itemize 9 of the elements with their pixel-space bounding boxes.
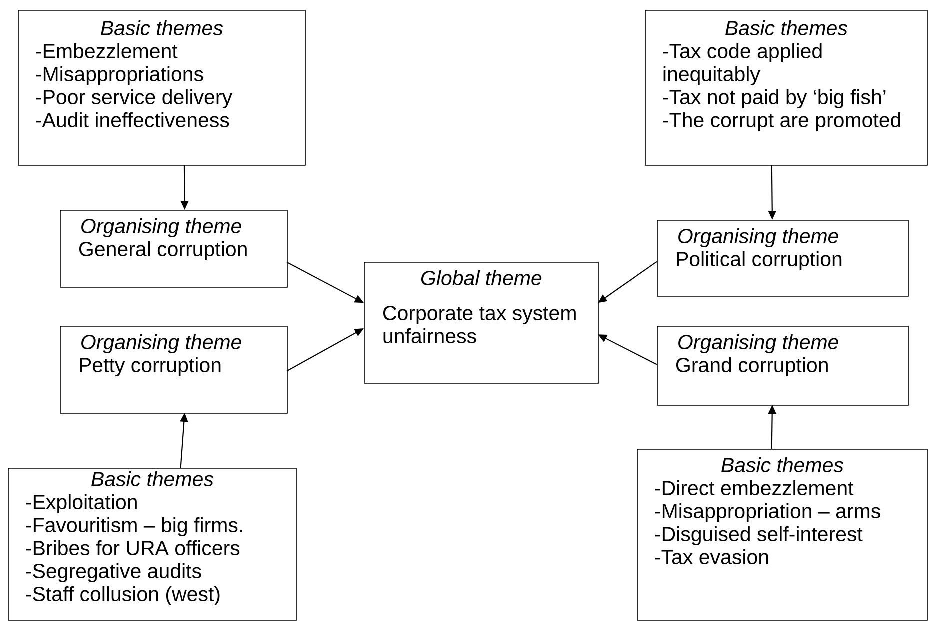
theme-box: Global theme Corporate tax system unfairness: [364, 262, 599, 384]
theme-box: Organising theme Grand corruption: [657, 326, 909, 406]
theme-box: Basic themes -Direct embezzlement -Misappropriation – arms -Disguised self-interest -Tax evasion: [637, 449, 928, 621]
theme-box: Basic themes -Embezzlement -Misappropriations -Poor service delivery -Audit ineffectiveness: [18, 10, 306, 166]
theme-box: Basic themes -Exploitation -Favouritism – big firms. -Bribes for URA officers -Segregative audits -Staff collusion (west): [8, 468, 297, 621]
theme-box: Organising theme General corruption: [60, 210, 288, 288]
theme-box: Basic themes -Tax code applied inequitably -Tax not paid by ‘big fish’ -The corrupt are promoted: [645, 10, 928, 166]
theme-box: Organising theme Political corruption: [657, 220, 909, 297]
theme-box: Organising theme Petty corruption: [60, 326, 288, 414]
